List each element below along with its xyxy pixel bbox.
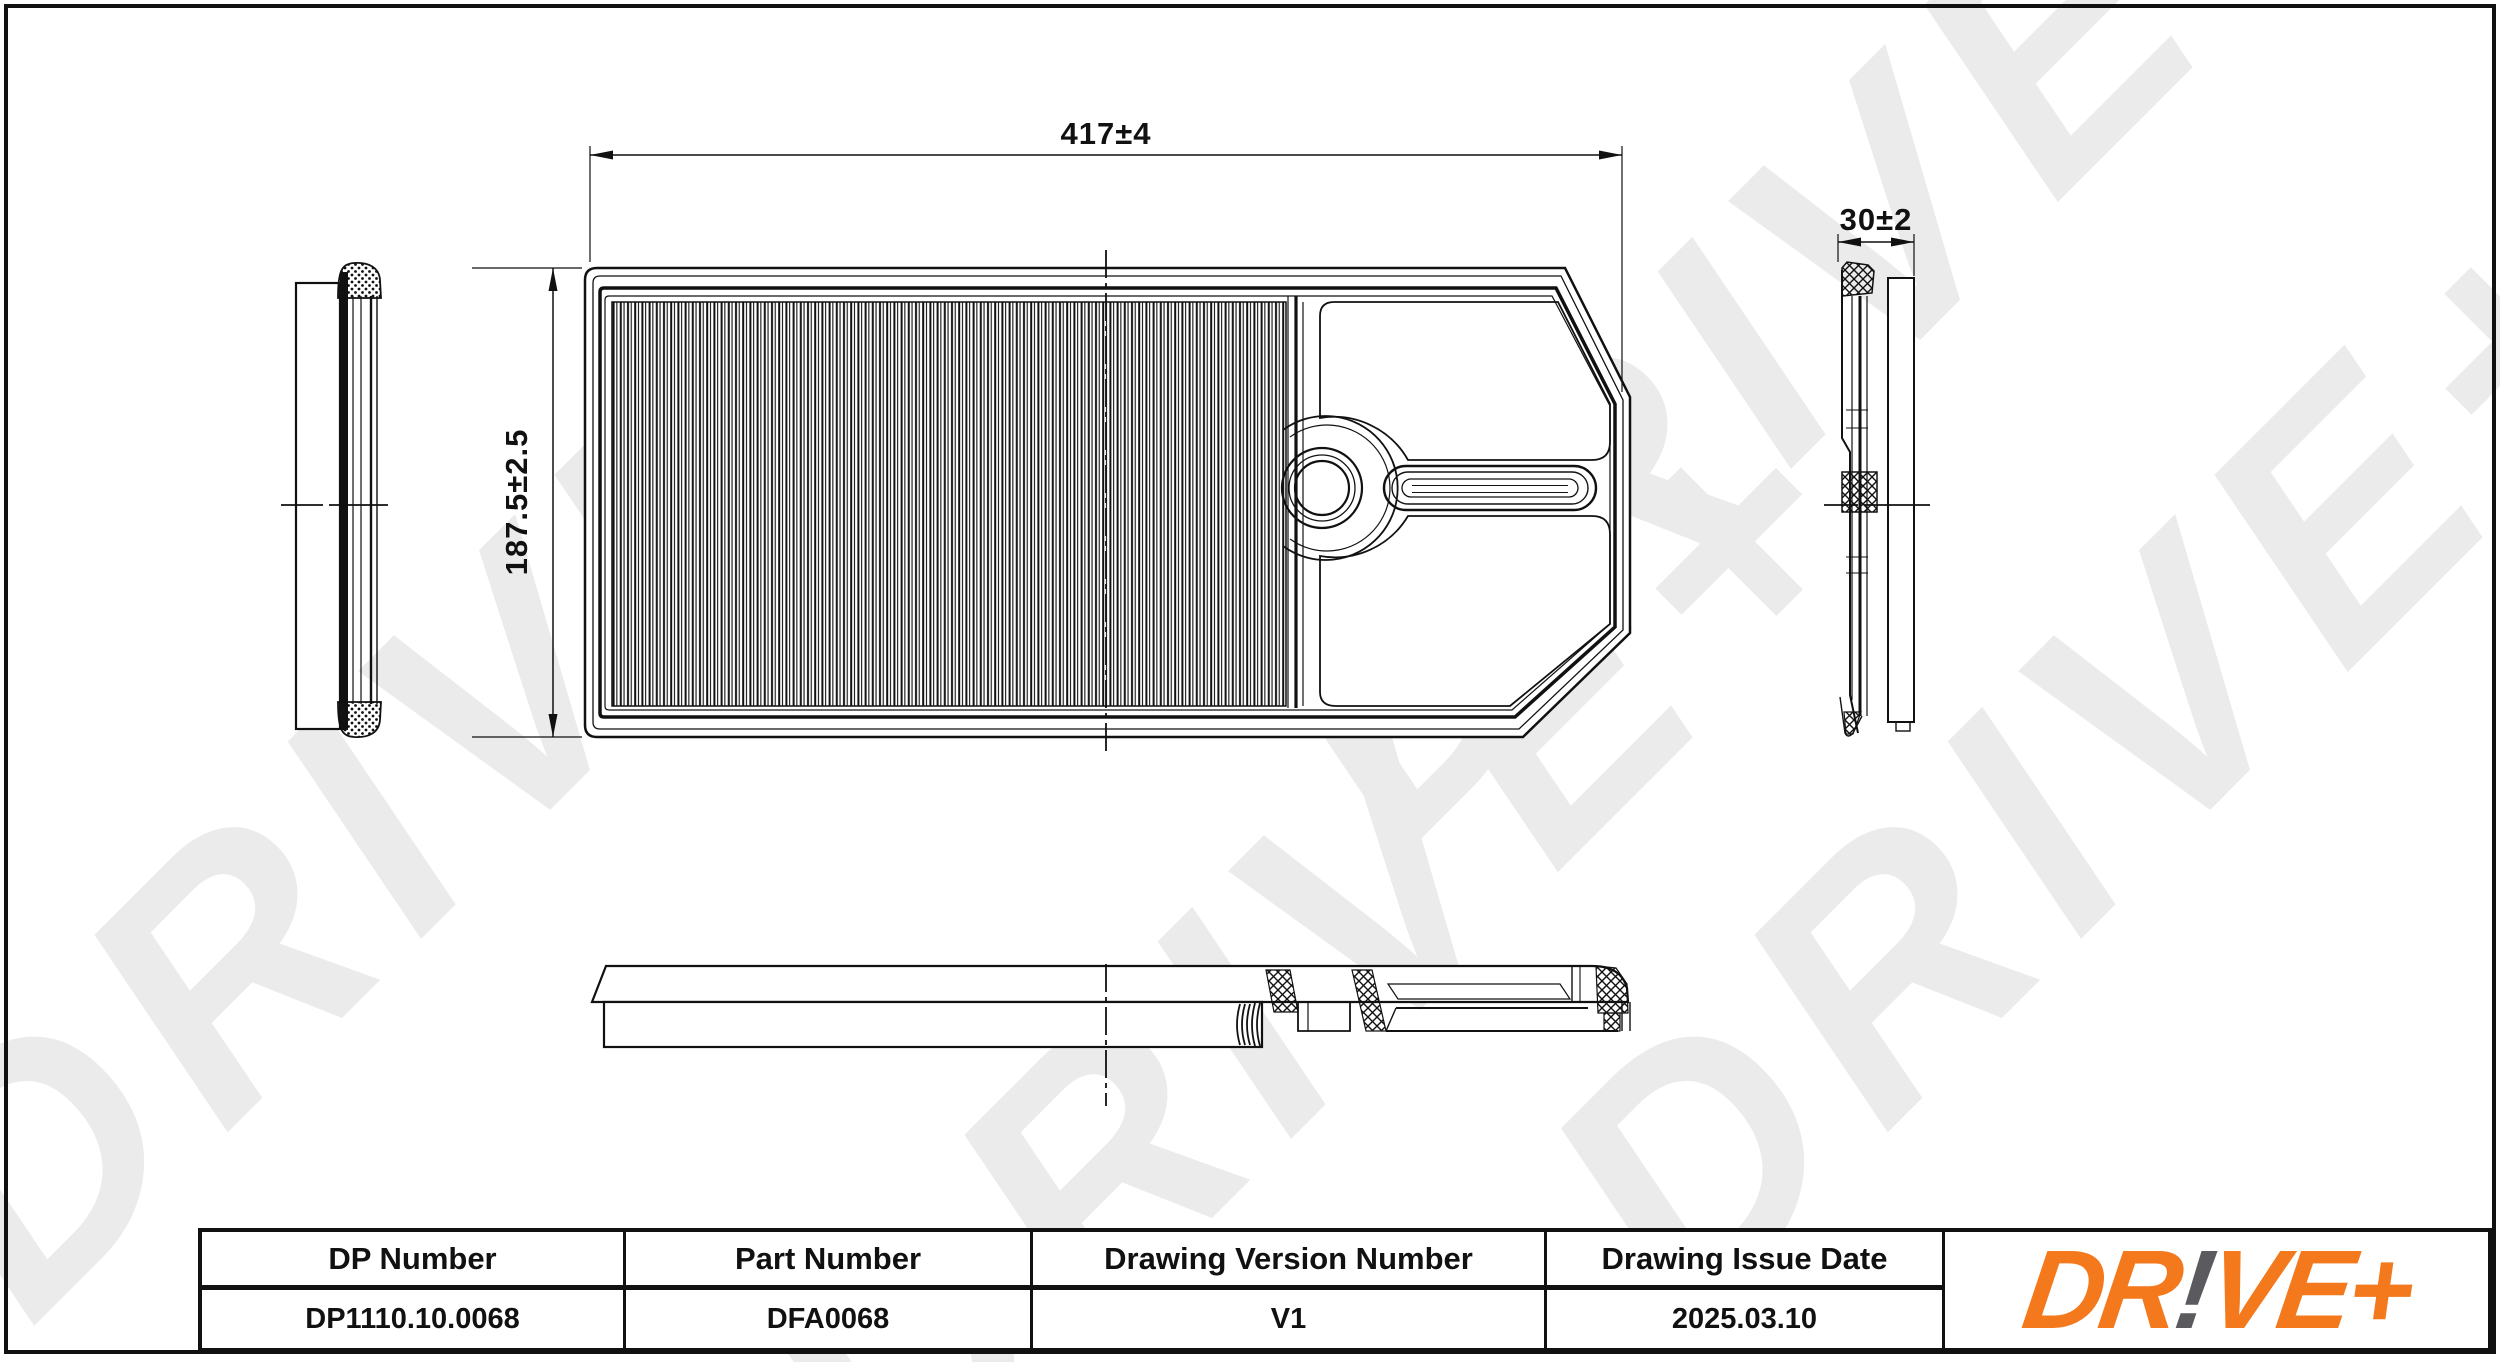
title-block-header-part-number: Part Number [623, 1232, 1030, 1290]
tray-seal-block-right [1595, 965, 1629, 1014]
logo-part-dr: DR [2015, 1227, 2186, 1352]
seal-outline-2 [592, 275, 1624, 730]
logo-part-ve-plus: VE+ [2199, 1227, 2418, 1352]
title-block-header-dp-number: DP Number [202, 1232, 623, 1290]
page-border [4, 4, 2496, 1354]
bottom-view-pack-end-curves [1236, 1002, 1261, 1047]
right-view-flange-foot [1895, 721, 1911, 732]
dimension-height: 187.5±2.5 [472, 267, 582, 738]
main-top-view [583, 250, 1632, 756]
dimension-width: 417±4 [589, 116, 1623, 392]
tray-seal-nub [1603, 1012, 1621, 1032]
left-view-top-seal-cap [337, 262, 382, 299]
right-view-mid-seal [1841, 471, 1878, 513]
title-block-value-part-number: DFA0068 [623, 1290, 1030, 1348]
left-view-media-band [340, 272, 348, 730]
bottom-front-view [590, 964, 1631, 1106]
right-view-left-profile [1841, 270, 1859, 734]
left-side-view [281, 262, 388, 738]
title-block-value-issue-date: 2025.03.10 [1544, 1290, 1942, 1348]
seal-outline-3 [598, 286, 1617, 719]
title-block-header-issue-date: Drawing Issue Date [1544, 1232, 1942, 1290]
dimension-height-label: 187.5±2.5 [499, 429, 534, 576]
dim-arrow-right [1891, 237, 1914, 247]
right-side-view [1824, 261, 1930, 737]
title-block: DP Number Part Number Drawing Version Nu… [198, 1227, 2492, 1352]
dim-arrow-bottom [548, 714, 558, 737]
dim-arrow-top [548, 268, 558, 291]
tray-lid-recess [1386, 983, 1572, 1000]
dim-arrow-left [1838, 237, 1861, 247]
brand-logo: DR!VE+ [1942, 1227, 2488, 1352]
drive-plus-logo: DR!VE+ [2016, 1227, 2417, 1352]
tray-lower-lobe [1319, 515, 1611, 707]
divider-band [1287, 296, 1304, 708]
right-view-top-seal [1841, 261, 1875, 297]
dim-arrow-right [1599, 150, 1622, 160]
seal-outline-4 [604, 295, 1611, 711]
title-block-value-drawing-version: V1 [1030, 1290, 1544, 1348]
left-view-body-outline [294, 281, 342, 731]
bottom-view-tray-section [1265, 965, 1631, 1032]
title-block-header-drawing-version: Drawing Version Number [1030, 1232, 1544, 1290]
dim-arrow-left [590, 150, 613, 160]
dimension-depth: 30±2 [1837, 202, 1915, 276]
tray-upper-lobe [1319, 301, 1611, 461]
title-block-value-dp-number: DP1110.10.0068 [305, 1302, 520, 1335]
right-view-bottom-seal [1843, 711, 1862, 735]
bottom-view-pleat-pack [602, 1000, 1264, 1049]
filter-pleats [611, 301, 1287, 707]
dimension-width-label: 417±4 [1061, 116, 1152, 151]
grip-slot [1382, 464, 1598, 512]
dimension-depth-label: 30±2 [1840, 202, 1913, 237]
center-hole-boss [1280, 415, 1399, 561]
left-view-bottom-seal-cap [337, 701, 382, 738]
right-view-flange [1887, 277, 1915, 723]
